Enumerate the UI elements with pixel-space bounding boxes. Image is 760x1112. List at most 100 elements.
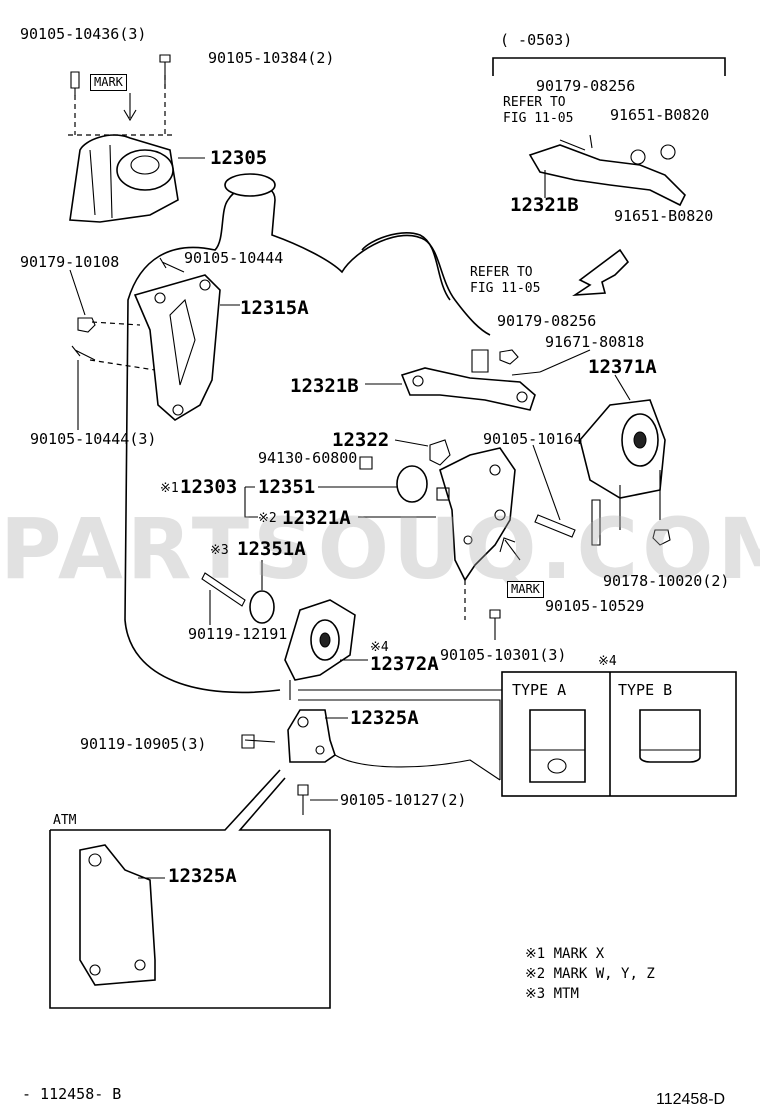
label-90105-10384[interactable]: 90105-10384(2) [208,49,335,67]
bolt-2 [159,54,171,88]
refer-fig-2[interactable]: FIG 11-05 [470,281,541,296]
label-90105-10444-3[interactable]: 90105-10444(3) [30,430,157,448]
bolt-91671-80818 [511,371,541,376]
notes-list: ※1 MARK X ※2 MARK W, Y, Z ※3 MTM [525,944,655,1004]
bushing-12322 [429,439,451,466]
leader-dash-2 [89,321,156,371]
label-12351a[interactable]: 12351A [237,538,306,560]
engine-cap [224,173,276,197]
label-90105-10164[interactable]: 90105-10164 [483,430,583,448]
atm-inset-frame [49,769,331,1009]
engine-lower-line [334,754,501,781]
type-a-label: TYPE A [512,681,567,699]
label-91671-80818[interactable]: 91671-80818 [545,333,645,351]
bracket-12315a [133,274,221,421]
inset-date-range: ( -0503) [500,31,573,49]
leader-90105-10164 [532,444,561,521]
label-12303[interactable]: 12303 [180,476,238,498]
label-90119-10905[interactable]: 90119-10905(3) [80,735,207,753]
label-90105-10127[interactable]: 90105-10127(2) [340,791,467,809]
note-3-text: MTM [553,986,579,1002]
bushing-12351a [249,590,275,624]
label-12371a[interactable]: 12371A [588,356,657,378]
bolt-90119-12191 [201,572,246,607]
label-90178-10020[interactable]: 90178-10020(2) [603,572,730,590]
label-90179-10108[interactable]: 90179-10108 [20,253,120,271]
footer-left: - 112458- B [22,1085,122,1103]
bracket-12321b [400,367,536,411]
mark-note-2: ※2 [258,511,277,526]
label-91651-b0820-a[interactable]: 91651-B0820 [610,106,710,124]
footer-right: 112458-D [656,1091,726,1108]
label-90179-08256[interactable]: 90179-08256 [497,312,597,330]
stud-90179-08256 [471,349,489,373]
bolt-90105-10164 [534,514,576,538]
atm-label: ATM [53,813,77,828]
label-12305[interactable]: 12305 [210,147,268,169]
nut-90179-10108 [77,317,96,333]
label-94130-60800[interactable]: 94130-60800 [258,449,358,467]
label-12321b[interactable]: 12321B [290,375,359,397]
mark-note-4a: ※4 [370,640,389,655]
bolt-1 [70,71,80,96]
note-1-symbol: ※1 [525,946,546,962]
direction-arrow [572,248,630,296]
mark-arrow-2 [499,537,521,561]
note-3-symbol: ※3 [525,986,546,1002]
mark-note-4b: ※4 [598,654,617,669]
washer-94130 [359,456,373,470]
label-12322[interactable]: 12322 [332,429,390,451]
refer-fig-1[interactable]: FIG 11-05 [503,111,574,126]
note-1-text: MARK X [553,946,605,962]
type-box [298,671,737,797]
label-12325a-atm[interactable]: 12325A [168,865,237,887]
mark-box-1: MARK [90,74,127,91]
mark-box-2: MARK [507,581,544,598]
note-2-symbol: ※2 [525,966,546,982]
label-90179-08256-top[interactable]: 90179-08256 [536,77,636,95]
label-90105-10301[interactable]: 90105-10301(3) [440,646,567,664]
bolt-90178 [591,499,601,546]
refer-text-2: REFER TO [470,265,533,280]
label-12325a[interactable]: 12325A [350,707,419,729]
refer-text-1: REFER TO [503,95,566,110]
bolt-90105-10444-3 [71,345,96,361]
leader-91671 [539,349,591,373]
type-b-label: TYPE B [618,681,673,699]
label-12321a[interactable]: 12321A [282,507,351,529]
leader-12322 [394,439,429,447]
note-2: ※2 MARK W, Y, Z [525,964,655,984]
mark-arrow-1 [123,93,137,122]
note-1: ※1 MARK X [525,944,655,964]
label-90119-12191[interactable]: 90119-12191 [188,625,288,643]
note-3: ※3 MTM [525,984,655,1004]
bolt-90119-10905 [241,734,276,749]
bushing-12351 [396,465,428,503]
bracket-12303 [244,486,258,518]
inset-bracket [492,57,726,76]
label-90105-10444[interactable]: 90105-10444 [184,249,284,267]
label-12321b-inset[interactable]: 12321B [510,194,579,216]
bolt-90105-10444 [159,257,185,273]
inset-bracket-12321b [528,134,686,207]
mount-12305 [69,134,179,223]
label-12372a[interactable]: 12372A [370,653,439,675]
bracket-12325a-atm [79,844,156,986]
label-90105-10529[interactable]: 90105-10529 [545,597,645,615]
leader-12371a [614,374,631,401]
mark-note-3: ※3 [210,543,229,558]
mount-12371a [579,399,666,530]
bolt-90105-10127 [297,784,309,815]
transmission-outline [361,232,451,301]
mount-12372a [284,599,356,700]
note-2-text: MARK W, Y, Z [553,966,655,982]
mark-note-1: ※1 [160,481,179,496]
label-12315a[interactable]: 12315A [240,297,309,319]
nut-91671 [499,349,519,365]
label-90105-10436[interactable]: 90105-10436(3) [20,25,147,43]
label-91651-b0820-b[interactable]: 91651-B0820 [614,207,714,225]
label-12351[interactable]: 12351 [258,476,316,498]
bracket-12325a [287,709,336,763]
